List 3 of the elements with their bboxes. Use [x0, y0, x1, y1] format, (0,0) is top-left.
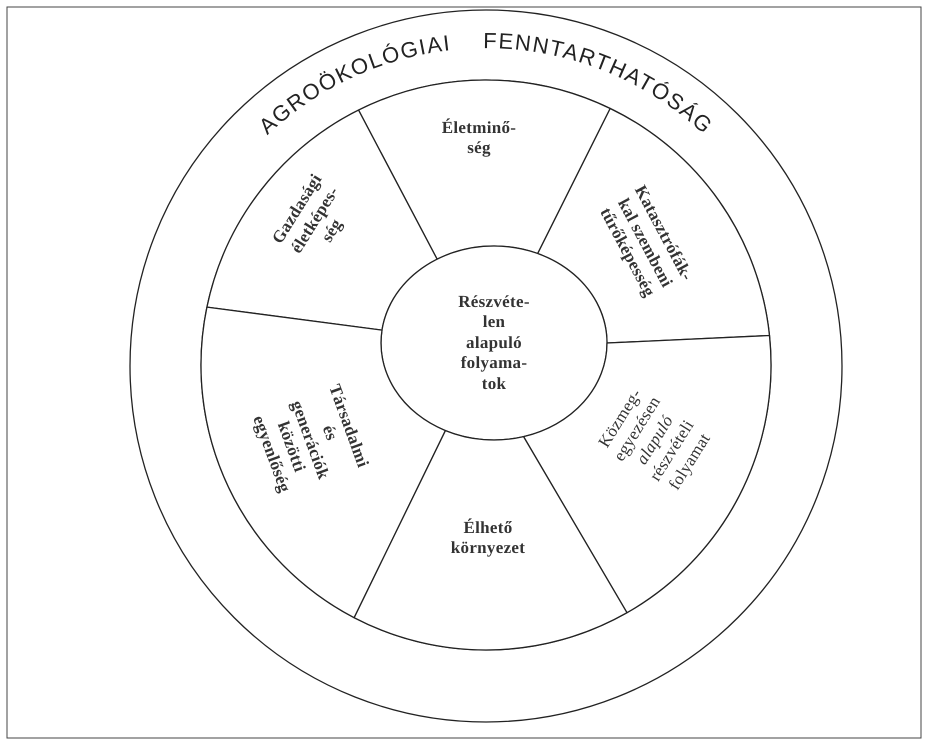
ring-sector: [200, 306, 446, 618]
sector-label: Részvéte- len alapuló folyama- tok: [457, 292, 531, 394]
sector-label: Élhető környezet: [450, 518, 526, 558]
